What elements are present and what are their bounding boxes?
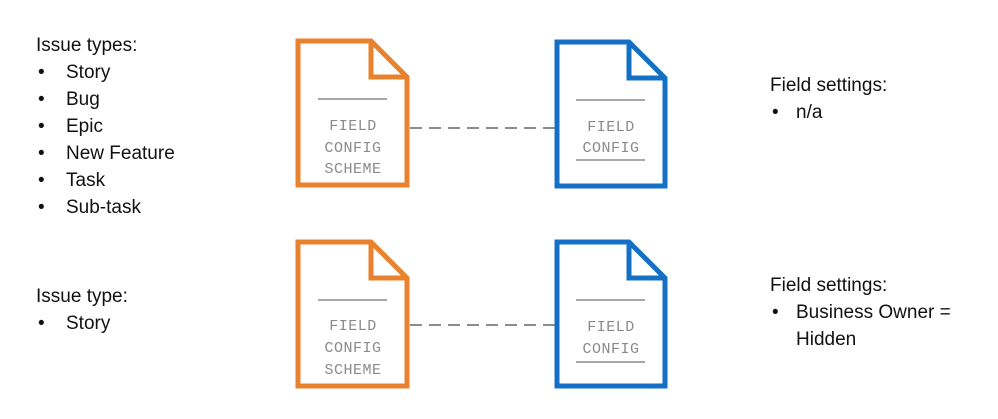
document-label-line: CONFIG [582, 140, 639, 157]
issue-type-item: Bug [36, 86, 175, 113]
document-label-line: SCHEME [324, 161, 381, 178]
field-setting-item: n/a [770, 99, 887, 126]
issue-types-block-1: Issue types: Story Bug Epic New Feature … [36, 32, 175, 221]
page-fold-icon [368, 242, 407, 281]
issue-type-item: Story [36, 59, 175, 86]
field-settings-block-1: Field settings: n/a [770, 72, 887, 126]
field-config-document: FIELD CONFIG [554, 239, 668, 389]
document-label-line: FIELD [587, 119, 635, 136]
field-config-scheme-document: FIELD CONFIG SCHEME [295, 38, 410, 188]
document-icon [554, 239, 668, 389]
field-settings-list: Business Owner = Hidden [770, 299, 980, 353]
document-label-line: CONFIG [324, 340, 381, 357]
issue-type-item: Task [36, 167, 175, 194]
page-fold-icon [626, 242, 665, 281]
document-icon [554, 39, 668, 189]
field-settings-list: n/a [770, 99, 887, 126]
issue-type-item: Sub-task [36, 194, 175, 221]
document-label-line: CONFIG [582, 341, 639, 358]
document-label-line: SCHEME [324, 362, 381, 379]
issue-types-list: Story Bug Epic New Feature Task Sub-task [36, 59, 175, 221]
document-label-line: FIELD [329, 118, 377, 135]
document-label-line: FIELD [329, 318, 377, 335]
document-label-line: CONFIG [324, 140, 381, 157]
issue-type-item: Epic [36, 113, 175, 140]
field-setting-item: Business Owner = Hidden [770, 299, 980, 353]
field-settings-heading: Field settings: [770, 275, 888, 296]
issue-type-item: New Feature [36, 140, 175, 167]
page-fold-icon [626, 42, 665, 81]
document-label-line: FIELD [587, 319, 635, 336]
field-config-scheme-document: FIELD CONFIG SCHEME [295, 239, 410, 389]
issue-types-block-2: Issue type: Story [36, 283, 128, 337]
issue-types-list: Story [36, 310, 128, 337]
issue-types-heading: Issue type: [36, 286, 128, 307]
page-fold-icon [368, 41, 407, 80]
field-settings-block-2: Field settings: Business Owner = Hidden [770, 272, 980, 353]
issue-types-heading: Issue types: [36, 35, 138, 56]
field-config-document: FIELD CONFIG [554, 39, 668, 189]
issue-type-item: Story [36, 310, 128, 337]
field-settings-heading: Field settings: [770, 75, 888, 96]
